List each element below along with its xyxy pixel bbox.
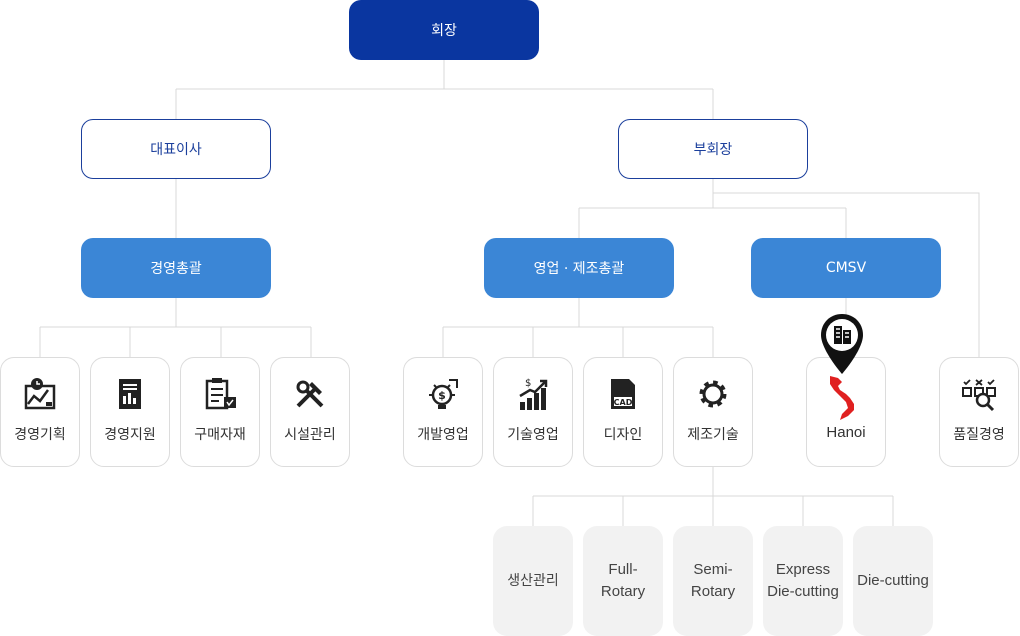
dept-management-support: 경영지원 — [90, 357, 170, 467]
subunit-label: Full-Rotary — [600, 561, 646, 600]
dept-design: CAD 디자인 — [583, 357, 663, 467]
vietnam-map-icon — [830, 376, 854, 420]
subunit-label: Express Die-cutting — [767, 561, 839, 600]
hanoi-label: Hanoi — [826, 424, 866, 441]
report-document-icon — [110, 374, 150, 414]
dept-label: 품질경영 — [953, 427, 1005, 443]
dept-label: 디자인 — [603, 427, 643, 443]
tools-wrench-hammer-icon — [290, 374, 330, 414]
dept-label: 개발영업 — [417, 427, 469, 443]
cad-file-icon: CAD — [603, 374, 643, 414]
subunit-express-die-cutting: Express Die-cutting — [763, 526, 843, 636]
ceo-node: 회장 — [349, 0, 539, 60]
unit-quality-management: 품질경영 — [939, 357, 1019, 467]
dept-label: 기술영업 — [507, 427, 559, 443]
dept-label: 시설관리 — [284, 427, 336, 443]
subunit-label: Die-cutting — [857, 572, 929, 589]
quality-inspection-icon — [959, 374, 999, 414]
ceo-representative-node: 대표이사 — [81, 119, 271, 179]
dept-label: 구매자재 — [194, 427, 246, 443]
vice-chairman-node: 부회장 — [618, 119, 808, 179]
svg-text:CAD: CAD — [614, 398, 633, 407]
dept-purchasing: 구매자재 — [180, 357, 260, 467]
subunit-full-rotary: Full-Rotary — [583, 526, 663, 636]
dept-label: 제조기술 — [687, 427, 739, 443]
clipboard-checklist-icon — [200, 374, 240, 414]
gear-icon — [693, 374, 733, 414]
sales-mfg-division-label: 영업 · 제조총괄 — [533, 261, 625, 277]
subunit-die-cutting: Die-cutting — [853, 526, 933, 636]
dept-manufacturing-tech: 제조기술 — [673, 357, 753, 467]
vice-chairman-label: 부회장 — [693, 142, 733, 158]
ceo-label: 회장 — [431, 23, 457, 39]
subunit-semi-rotary: Semi-Rotary — [673, 526, 753, 636]
growth-bar-chart-icon: $ — [513, 374, 553, 414]
subunit-production-management: 생산관리 — [493, 526, 573, 636]
dept-technical-sales: $ 기술영업 — [493, 357, 573, 467]
location-pin-icon — [821, 314, 863, 374]
dept-label: 경영지원 — [104, 427, 156, 443]
ceo-representative-label: 대표이사 — [150, 142, 202, 158]
sales-mfg-division-node: 영업 · 제조총괄 — [484, 238, 674, 298]
dept-development-sales: $ 개발영업 — [403, 357, 483, 467]
admin-division-node: 경영총괄 — [81, 238, 271, 298]
dept-label: 경영기획 — [14, 427, 66, 443]
svg-text:$: $ — [438, 389, 446, 402]
svg-text:$: $ — [525, 378, 531, 389]
dept-facility: 시설관리 — [270, 357, 350, 467]
subunit-label: Semi-Rotary — [690, 561, 736, 600]
planning-chart-icon — [20, 374, 60, 414]
cmsv-division-node: CMSV — [751, 238, 941, 298]
admin-division-label: 경영총괄 — [150, 261, 202, 277]
subunit-label: 생산관리 — [507, 573, 559, 589]
idea-money-bulb-icon: $ — [423, 374, 463, 414]
dept-management-planning: 경영기획 — [0, 357, 80, 467]
cmsv-division-label: CMSV — [825, 260, 867, 276]
